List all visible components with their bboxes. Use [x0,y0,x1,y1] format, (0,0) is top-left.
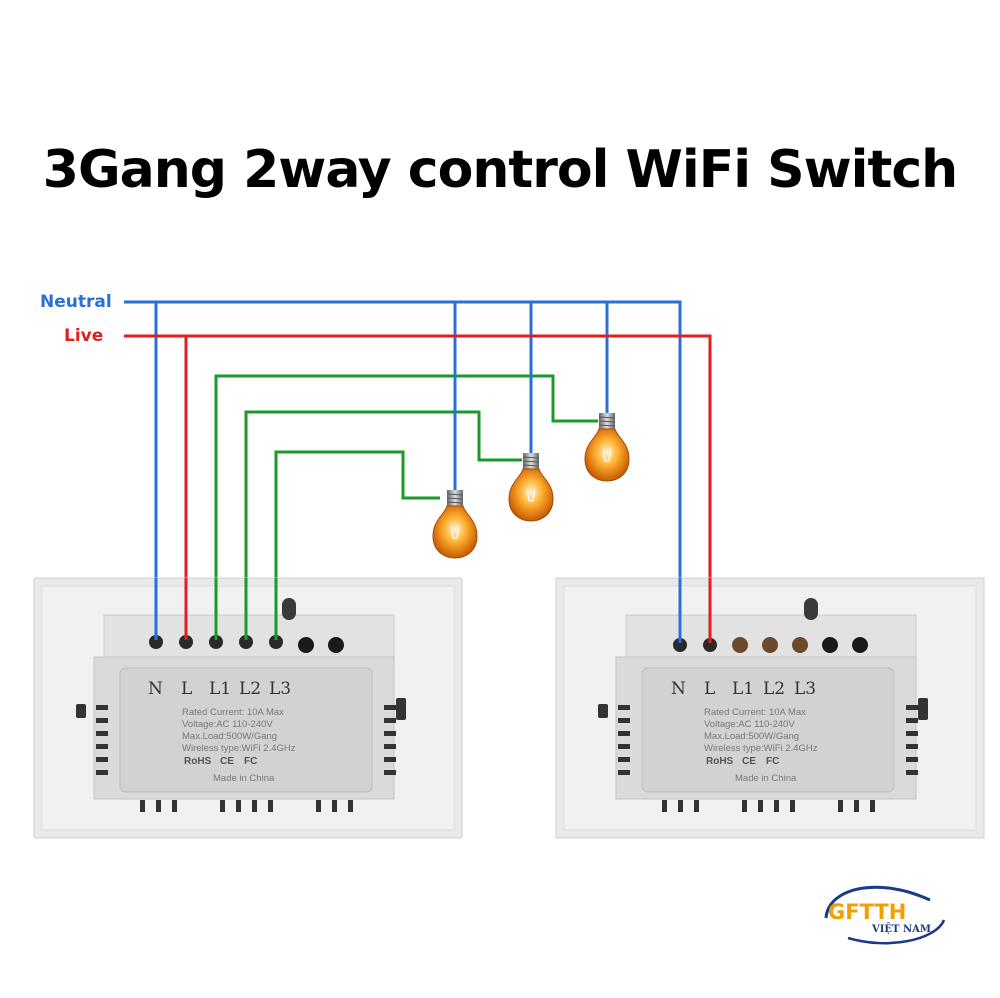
bulb-icon [432,489,478,559]
spec-line: Rated Current: 10A Max [704,707,806,718]
fc-mark: FC [244,756,257,767]
terminal-label: L3 [269,679,291,699]
fc-mark: FC [766,756,779,767]
terminal-label: L1 [732,679,754,699]
brand-logo: GFTTH VIỆT NAM [818,880,958,960]
terminal-screws [149,635,344,653]
logo-brand: GFTTH [828,900,907,924]
terminal-label: N [148,679,163,699]
ce-mark: CE [220,756,234,767]
ce-mark: CE [742,756,756,767]
terminal-label: L2 [763,679,785,699]
terminal-label: L2 [239,679,261,699]
terminal-screws [673,637,868,653]
terminal-label: L3 [794,679,816,699]
terminal-label: L [704,679,715,699]
bulb-icon [584,412,630,482]
spec-line: Max.Load:500W/Gang [704,731,799,742]
diagram-title: 3Gang 2way control WiFi Switch [42,140,958,200]
terminal-label: L1 [209,679,231,699]
switch-right: N L L1 L2 L3 Rated Current: 10A Max Volt… [555,577,985,839]
switch-left: N L L1 L2 L3 Rated Current: 10A Max Volt… [33,577,463,839]
made-in-label: Made in China [735,773,797,784]
terminal-label: L [181,679,192,699]
neutral-label: Neutral [40,292,112,312]
spec-line: Max.Load:500W/Gang [182,731,277,742]
rohs-mark: RoHS [706,756,734,767]
spec-line: Voltage:AC 110-240V [182,719,273,730]
made-in-label: Made in China [213,773,275,784]
switched-wires [214,374,598,630]
spec-line: Wireless type:WiFi 2.4GHz [182,743,296,754]
bulb-icon [508,452,554,522]
spec-line: Rated Current: 10A Max [182,707,284,718]
vent-slots [598,698,928,812]
live-label: Live [64,326,103,346]
vent-slots [76,698,406,812]
logo-sub: VIỆT NAM [872,924,931,935]
spec-line: Voltage:AC 110-240V [704,719,795,730]
rohs-mark: RoHS [184,756,212,767]
terminal-label: N [671,679,686,699]
wire-ends [154,578,712,643]
spec-line: Wireless type:WiFi 2.4GHz [704,743,818,754]
neutral-wires [124,300,682,630]
